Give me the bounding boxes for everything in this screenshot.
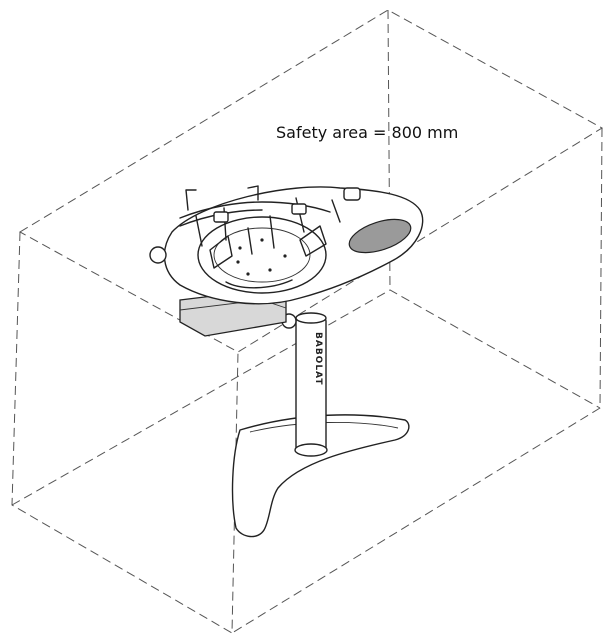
mounting-arms [179,185,361,269]
column-brand-text: BABOLAT [313,332,323,385]
safety-area-box [11,9,603,634]
turntable [197,216,327,294]
side-knob [149,246,167,264]
tension-grip [348,218,412,254]
safety-area-label: Safety area = 800 mm [276,123,458,142]
stringing-machine: BABOLAT [149,185,424,538]
machine-base [231,414,410,538]
